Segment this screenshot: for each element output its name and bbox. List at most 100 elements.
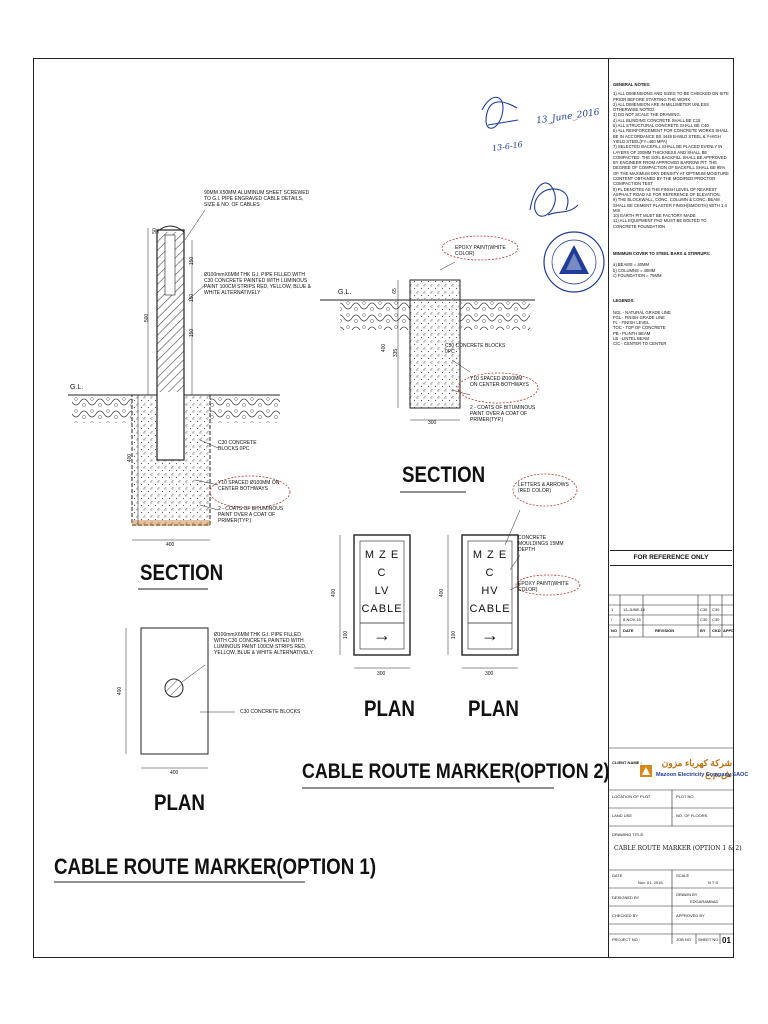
option2-plan-lv-title: PLAN	[364, 696, 415, 721]
option2-letters-note: LETTERS & ARROWS (RED COLOR)	[518, 482, 569, 494]
legend-lb: LB - LINTEL BEAM	[613, 335, 649, 341]
option2-paint-note: EPOXY PAINT(WHITE COLOR)	[455, 245, 506, 257]
plot-no-label: PLOT NO	[676, 794, 694, 799]
option2-dim-total: 400	[381, 343, 388, 353]
option1-pipe-note: Ø100mmX6MM THK G.I. PIPE FILLED WITH C30…	[204, 272, 311, 296]
rev-row1-date: 13-JUNE-16	[623, 607, 646, 612]
cover-foundation: c) FOUNDATION = 75MM	[613, 272, 662, 278]
option2-plan-hv-dim-w: 300	[485, 671, 494, 677]
client-company-arabic: شركة كهرباء مزون ش.م.ع	[661, 758, 732, 779]
note-10: 10) EARTH PIT MUST BE FACTORY MADE	[613, 213, 696, 219]
option2-bitumen-note: 2 - COATS OF BITUMINOUS PAINT OVER A COA…	[470, 405, 536, 423]
legend-toc: TOC - TOP OF CONCRETE	[613, 325, 666, 331]
hv-cable-label: CABLE	[469, 603, 511, 615]
lv-voltage-label: LV	[374, 585, 390, 597]
option1-dim-height: 500	[144, 313, 151, 323]
option1-blocks-note: C30 CONCRETE BLOCKS 0PC	[218, 440, 257, 452]
company-seal	[543, 231, 605, 293]
date-value: Nov. 01, 2015	[638, 880, 663, 885]
drawn-by-label: DRAWN BY	[676, 892, 698, 897]
option1-gl-label: G.L.	[70, 384, 84, 391]
general-notes-heading: GENERAL NOTES:	[613, 82, 651, 87]
option2-plan-hv-dim-h: 400	[439, 588, 446, 598]
rev-row2-by: C30	[700, 617, 708, 622]
option1-rebar-note: Y10 SPACED Ø100MM ON CENTER BOTHWAYS	[218, 480, 280, 492]
rev-row1-by: C30	[700, 607, 708, 612]
note-3: 3) DO NOT SCALE THE DRAWING.	[613, 112, 681, 118]
rev-row2-no: I	[611, 617, 613, 622]
option2-rebar-note: Y10 SPACED Ø100MM ON CENTER BOTHWAYS	[470, 376, 529, 388]
option1-bitumen-note: 2 - COATS OF BITUMINOUS PAINT OVER A COA…	[218, 506, 284, 524]
option2-section-title: SECTION	[402, 462, 486, 487]
note-7: 7) SELECTED BACKFILL SHALL BE PLACED EVE…	[613, 144, 729, 187]
sheet-no-label: SHEET NO	[698, 937, 719, 942]
cover-columns: b) COLUMNS = 40MM	[613, 267, 656, 273]
option1-dim-d2: 150	[189, 293, 196, 303]
land-use-label: LAND USE	[612, 813, 633, 818]
title-block-grid	[608, 594, 734, 944]
title-block: GENERAL NOTES: 1) ALL DIMENSIONS AND SIZ…	[608, 58, 734, 958]
option2-hv-marker-text: M Z E C HV CABLE	[468, 546, 512, 618]
option2-epoxy-note: EPOXY PAINT(WHITE COLOR)	[518, 581, 569, 593]
cover-heading: MINIMUM COVER TO STEEL BARS & STIRRUPS:	[613, 251, 711, 257]
option1-dim-d3: 150	[189, 328, 196, 338]
option2-plan-hv-title: PLAN	[468, 696, 519, 721]
option2-mouldings-note: CONCRETE MOULDINGS 15MM DEPTH	[518, 535, 564, 553]
location-of-plot-label: LOCATION OF PLOT	[612, 794, 651, 799]
note-8: 8) FL DENOTES AS THE FINISH LEVEL OF NEA…	[613, 186, 721, 197]
drawing-title: CABLE ROUTE MARKER (OPTION 1 & 2)	[614, 845, 742, 852]
note-9: 9) THE BLOCKWALL, CONC. COLUMN & CONC. B…	[613, 197, 727, 213]
mazoon-logo-mark	[640, 765, 652, 777]
option2-plan-lv-dim-w: 300	[377, 671, 386, 677]
option2-section-drawing	[320, 235, 539, 421]
option1-plan-blocks-note: C30 CONCRETE BLOCKS	[240, 709, 301, 715]
note-11: 11) ALL EQUIPMENT PAD MUST BE BOLTED TO …	[613, 218, 707, 229]
drawing-title-label: DRAWING TITLE:	[612, 832, 645, 837]
option2-gl-label: G.L.	[338, 289, 352, 296]
option1-dim-d1: 150	[189, 256, 196, 266]
rev-row1-no: 1	[611, 607, 614, 612]
designed-by-label: DESIGNED BY	[612, 895, 640, 900]
soil-right	[210, 395, 280, 423]
drawn-by-name: EDGARAMBAD	[690, 899, 719, 904]
lv-cable-label: CABLE	[361, 603, 403, 615]
option1-main-title: CABLE ROUTE MARKER(OPTION 1)	[54, 854, 377, 879]
option1-dim-base-depth: 400	[127, 453, 134, 463]
option2-dim-below: 335	[393, 348, 400, 358]
soil-left	[72, 395, 132, 423]
option1-plan-title: PLAN	[154, 790, 205, 815]
checked-by-label: CHECKED BY	[612, 913, 639, 918]
option1-plan-dim-h: 400	[117, 686, 124, 696]
lv-mzec-label: M Z E C	[364, 549, 400, 579]
scale-value: N T S	[708, 880, 719, 885]
option2-plan-lv-drawing	[339, 534, 411, 669]
option1-plan-pipe-note: Ø100mmX6MM THK G.I. PIPE FILLED WITH C30…	[214, 632, 313, 656]
client-company-english: Mazoon Electricity Company SAOC	[656, 772, 749, 778]
legends-heading: LEGENDS:	[613, 298, 635, 304]
rev-row2-chk: C30	[712, 617, 720, 622]
hv-voltage-label: HV	[481, 585, 499, 597]
legend-pb: PB - PLINTH BEAM	[613, 330, 651, 336]
option1-dim-top: 50	[151, 228, 158, 234]
option1-section-drawing	[68, 209, 291, 541]
note-2: 2) ALL DIMENSION ARE IN MILLIMETER UNLES…	[613, 101, 709, 113]
option1-section-title: SECTION	[140, 560, 224, 585]
rev-header-no: NO	[611, 628, 617, 633]
legend-fgl: FGL - FINISH GRADE LINE	[613, 314, 665, 320]
rev-header-by: BY	[700, 628, 706, 633]
cover-beams: a) BEAMS = 40MM	[613, 262, 649, 268]
approved-by-label: APPROVED BY	[676, 913, 705, 918]
option1-plan-dim-w: 400	[170, 770, 179, 776]
handwritten-signature	[481, 96, 579, 217]
client-name-label: CLIENT NAME :	[612, 760, 642, 765]
option1-plan-drawing	[125, 627, 235, 769]
project-no-label: PROJECT NO :	[612, 937, 640, 942]
job-no-label: JOB NO	[676, 937, 691, 942]
rev-row1-chk: C30	[712, 607, 720, 612]
legend-cc: C/C - CENTER TO CENTER	[613, 341, 667, 347]
lv-arrow-icon: →	[373, 625, 391, 645]
drawing-sheet-border	[33, 58, 734, 958]
hv-mzec-label: M Z E C	[472, 549, 508, 579]
option2-plan-hv-dim-arrow: 100	[451, 630, 458, 640]
